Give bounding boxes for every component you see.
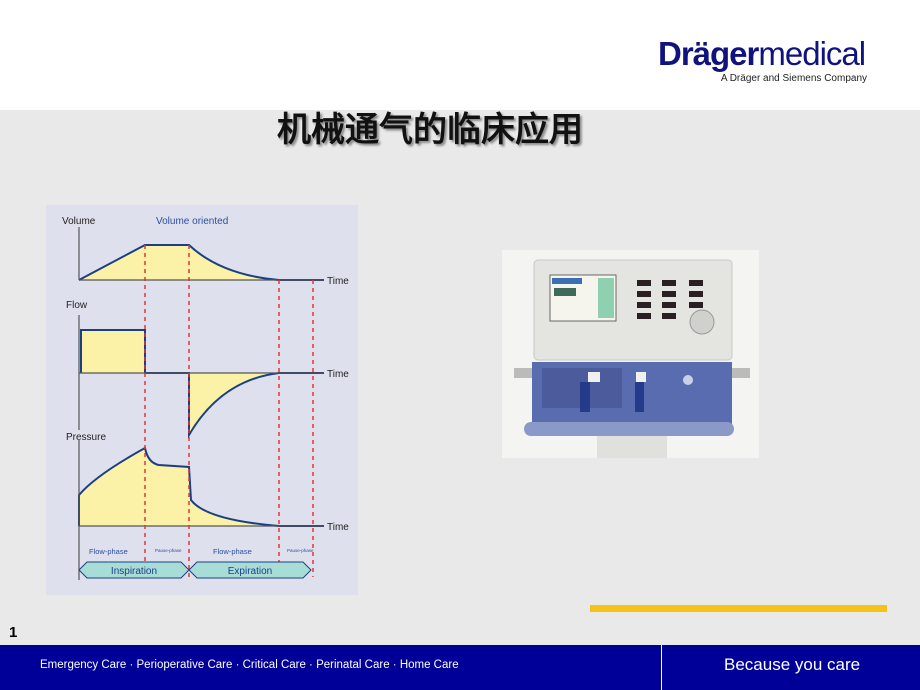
pressure-label: Pressure <box>66 432 106 443</box>
flow-exp-area <box>189 373 279 435</box>
expiration-arrow <box>188 561 312 579</box>
volume-label: Volume <box>62 216 96 227</box>
footer-services: Emergency Care · Perioperative Care · Cr… <box>40 659 459 671</box>
pressure-curve <box>78 446 324 527</box>
inspiration-label: Inspiration <box>111 566 157 577</box>
time-label: Time <box>327 522 349 533</box>
page-number: 1 <box>9 624 18 641</box>
inspiration-flow-phase: Flow-phase <box>89 547 128 556</box>
logo-brand-light: medical <box>758 35 866 72</box>
footer-slogan: Because you care <box>724 655 861 674</box>
slide-header-area <box>0 0 920 110</box>
footer-divider <box>661 645 662 690</box>
slide-title: 机械通气的临床应用 <box>277 110 583 150</box>
inspiration-pause-phase: Pause-phase <box>155 548 182 553</box>
ventilation-waveform-diagram: Volume Volume oriented Time Flow Time Pr… <box>46 205 358 595</box>
pressure-area <box>79 448 279 526</box>
expiration-flow-phase: Flow-phase <box>213 547 252 556</box>
footer-bar: Emergency Care · Perioperative Care · Cr… <box>0 645 920 690</box>
expiration-pause-phase: Pause-phase <box>287 548 314 553</box>
accent-bar <box>590 605 887 612</box>
flow-insp-area <box>81 330 145 373</box>
ventilator-photo <box>502 250 759 458</box>
drager-medical-logo: Drägermedical A Dräger and Siemens Compa… <box>658 35 873 85</box>
time-label: Time <box>327 276 349 287</box>
diagram-subtitle: Volume oriented <box>156 216 228 227</box>
time-label: Time <box>327 369 349 380</box>
logo-tagline: A Dräger and Siemens Company <box>720 73 867 84</box>
flow-label: Flow <box>66 300 88 311</box>
expiration-label: Expiration <box>228 566 272 577</box>
logo-brand: Dräger <box>658 35 759 72</box>
